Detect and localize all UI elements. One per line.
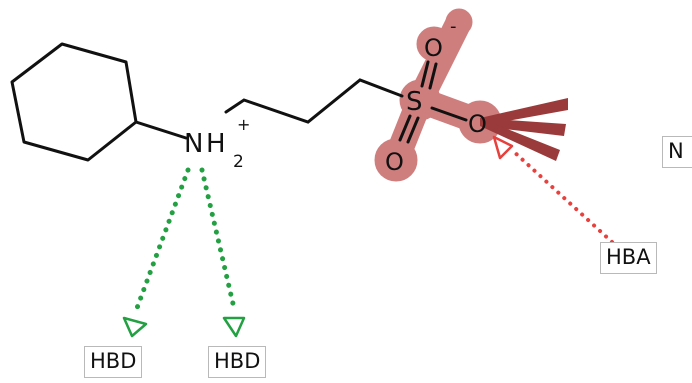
cyclohexane-ring xyxy=(10,42,138,162)
hbd-arrowhead-right xyxy=(222,316,246,338)
propyl-chain xyxy=(224,78,404,124)
atom-oxygen-bottom: O xyxy=(385,148,404,176)
atom-oxygen-top-charge: - xyxy=(450,16,457,37)
atom-oxygen-right: O xyxy=(468,110,487,138)
atom-sulfur: S xyxy=(406,87,423,117)
atom-nitrogen-h-count: 2 xyxy=(233,152,244,172)
hbd-line-right xyxy=(199,167,237,311)
hbd-arrowhead-left xyxy=(122,316,148,338)
vector-wedge-top xyxy=(480,98,568,126)
bond-s-o-bottom-a xyxy=(398,114,412,142)
hbd-interactions xyxy=(122,167,246,338)
bond-ring-nitrogen xyxy=(134,120,188,140)
label-hbd-right: HBD xyxy=(208,346,267,378)
atom-oxygen-top: O xyxy=(424,34,443,62)
bond-s-o-right xyxy=(430,106,468,122)
atom-nitrogen: N xyxy=(184,129,203,159)
bonds xyxy=(134,60,468,144)
hbd-line-left xyxy=(134,167,191,311)
label-edge-n: N xyxy=(662,136,692,168)
vector-wedge-middle xyxy=(480,118,566,136)
bond-s-o-bottom-b xyxy=(406,116,420,144)
hba-interaction xyxy=(492,135,614,244)
hba-line xyxy=(510,148,614,244)
acceptor-vectors xyxy=(480,98,568,161)
bond-s-o-top-a xyxy=(420,60,430,88)
atom-nitrogen-charge: + xyxy=(237,115,250,134)
label-hbd-left: HBD xyxy=(84,346,143,378)
sulfonate-highlight xyxy=(374,8,502,182)
vector-wedge-bottom xyxy=(480,118,560,161)
atom-nitrogen-hydrogen: H xyxy=(206,129,226,159)
bond-s-o-top-b xyxy=(428,62,438,90)
label-hba: HBA xyxy=(600,242,657,274)
hba-arrowhead xyxy=(492,135,514,160)
